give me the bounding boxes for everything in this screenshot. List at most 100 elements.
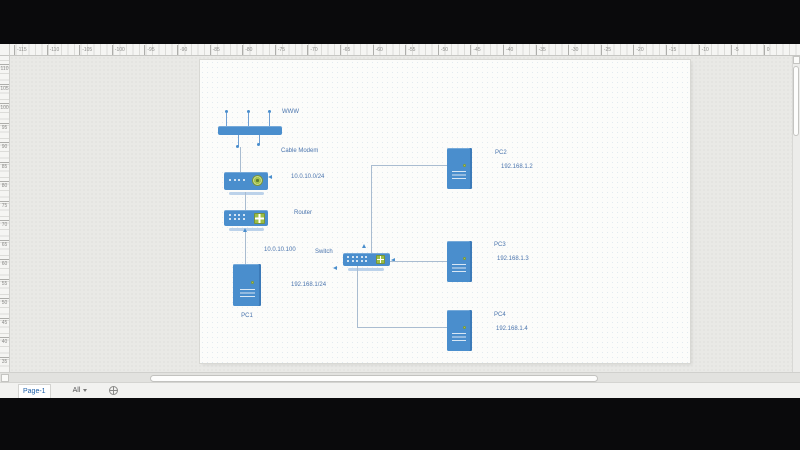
drawing-page[interactable]: WWW Cable Modem 10.0.10.0/24	[200, 60, 690, 363]
connector-switch-pc3[interactable]	[390, 261, 447, 262]
www-backbone-shape[interactable]	[218, 126, 282, 135]
ruler-tick: 95	[0, 122, 9, 131]
ruler-tick: -35	[535, 45, 546, 55]
power-led	[463, 257, 466, 260]
pc1-label[interactable]: PC1	[241, 313, 253, 319]
ruler-tick: 105	[0, 83, 9, 92]
power-led	[251, 281, 254, 284]
ruler-tick: -100	[111, 45, 125, 55]
ruler-corner	[0, 44, 10, 56]
ruler-tick: -15	[666, 45, 676, 55]
modem-dial-icon	[252, 175, 263, 186]
pc3-label[interactable]: PC3	[494, 242, 506, 248]
vent-lines	[452, 333, 466, 343]
drop-stem	[238, 135, 239, 146]
drop-stem	[259, 135, 260, 144]
horizontal-ruler[interactable]: -115-110-105-100-95-90-85-80-75-70-65-60…	[10, 44, 800, 56]
ruler-tick: -40	[503, 45, 513, 55]
ruler-tick: -60	[372, 45, 383, 55]
ruler-tick: -95	[144, 45, 155, 55]
ruler-tick: -80	[242, 45, 252, 55]
ruler-tick: -5	[731, 45, 739, 55]
antenna-stem	[248, 113, 249, 126]
ruler-tick: 40	[0, 337, 9, 345]
scroll-up-button[interactable]	[792, 56, 800, 64]
pc4-label[interactable]: PC4	[494, 312, 506, 318]
router-label[interactable]: Router	[294, 210, 313, 216]
ruler-tick: -105	[79, 45, 92, 55]
switch-shape[interactable]	[343, 253, 390, 266]
modem-subnet-label[interactable]: 10.0.10.0/24	[291, 174, 325, 180]
ruler-tick: 50	[0, 298, 9, 306]
pc4-ip-label[interactable]: 192.168.1.4	[496, 326, 528, 332]
ruler-tick: -25	[600, 45, 611, 55]
ruler-tick: 65	[0, 239, 9, 248]
ruler-tick: -10	[698, 45, 709, 55]
switch-label[interactable]: Switch	[315, 249, 333, 255]
connector-switch-pc4-horizontal[interactable]	[357, 327, 447, 328]
ruler-tick: -70	[307, 45, 318, 55]
connector-switch-pc2-vertical[interactable]	[371, 165, 372, 253]
page-tab[interactable]: Page-1	[18, 383, 51, 398]
vertical-scroll-thumb[interactable]	[793, 66, 799, 136]
autoconnect-arrow-icon[interactable]	[391, 258, 395, 262]
ruler-tick: 35	[0, 356, 9, 365]
pc3-shape[interactable]	[447, 241, 472, 282]
autoconnect-arrow-icon[interactable]	[333, 266, 337, 270]
autoconnect-arrow-icon[interactable]	[268, 175, 272, 179]
view-all-button[interactable]: All	[73, 387, 88, 394]
vent-lines	[452, 264, 466, 274]
autoconnect-arrow-icon[interactable]	[362, 244, 366, 248]
ruler-tick: 110	[0, 64, 9, 72]
connector-switch-pc4-vertical[interactable]	[357, 266, 358, 327]
antenna-dot	[268, 110, 271, 113]
ruler-tick: 45	[0, 317, 9, 326]
vent-lines	[240, 289, 255, 299]
cable-modem-shape[interactable]	[224, 172, 268, 190]
horizontal-scrollbar[interactable]	[0, 372, 800, 382]
pc2-ip-label[interactable]: 192.168.1.2	[501, 164, 533, 170]
cable-modem-label[interactable]: Cable Modem	[281, 148, 319, 154]
scroll-left-button[interactable]	[1, 374, 9, 382]
chevron-down-icon	[83, 389, 88, 392]
port-dots	[229, 214, 245, 220]
arrowhead-icon	[242, 228, 247, 232]
router-shape[interactable]	[224, 210, 268, 226]
ruler-tick: 85	[0, 161, 9, 170]
ruler-tick: -30	[568, 45, 578, 55]
vent-lines	[452, 171, 466, 181]
ruler-tick: 80	[0, 181, 9, 189]
ruler-tick: -90	[177, 45, 187, 55]
ruler-tick: -65	[340, 45, 350, 55]
pc1-shape[interactable]	[233, 264, 261, 306]
canvas-area[interactable]: WWW Cable Modem 10.0.10.0/24	[10, 56, 792, 372]
antenna-stem	[269, 113, 270, 126]
connector-router-pc1[interactable]	[245, 230, 246, 264]
router-crossbar-icon	[254, 212, 265, 224]
router-ip-label[interactable]: 10.0.10.100	[264, 247, 296, 253]
connector-www-modem[interactable]	[240, 147, 241, 173]
switch-subnet-label[interactable]: 192.168.1/24	[291, 282, 327, 288]
port-dots	[347, 255, 367, 262]
antenna-dot	[225, 110, 228, 113]
pc2-shape[interactable]	[447, 148, 472, 189]
add-page-button[interactable]	[109, 386, 119, 395]
vertical-scrollbar[interactable]	[792, 56, 800, 372]
pc4-shape[interactable]	[447, 310, 472, 351]
www-label[interactable]: WWW	[282, 109, 299, 115]
router-base	[229, 228, 264, 231]
pc2-label[interactable]: PC2	[495, 150, 507, 156]
drop-dot	[257, 143, 260, 146]
connector-switch-pc2-horizontal[interactable]	[371, 165, 447, 166]
ruler-tick: -85	[209, 45, 220, 55]
ruler-tick: -55	[405, 45, 415, 55]
ruler-tick: -110	[46, 45, 59, 55]
letterbox-top	[0, 0, 800, 44]
power-led	[463, 164, 466, 167]
pc3-ip-label[interactable]: 192.168.1.3	[497, 256, 529, 262]
connector-modem-router[interactable]	[245, 192, 246, 210]
horizontal-scroll-thumb[interactable]	[150, 374, 598, 382]
ruler-tick: 75	[0, 200, 9, 209]
